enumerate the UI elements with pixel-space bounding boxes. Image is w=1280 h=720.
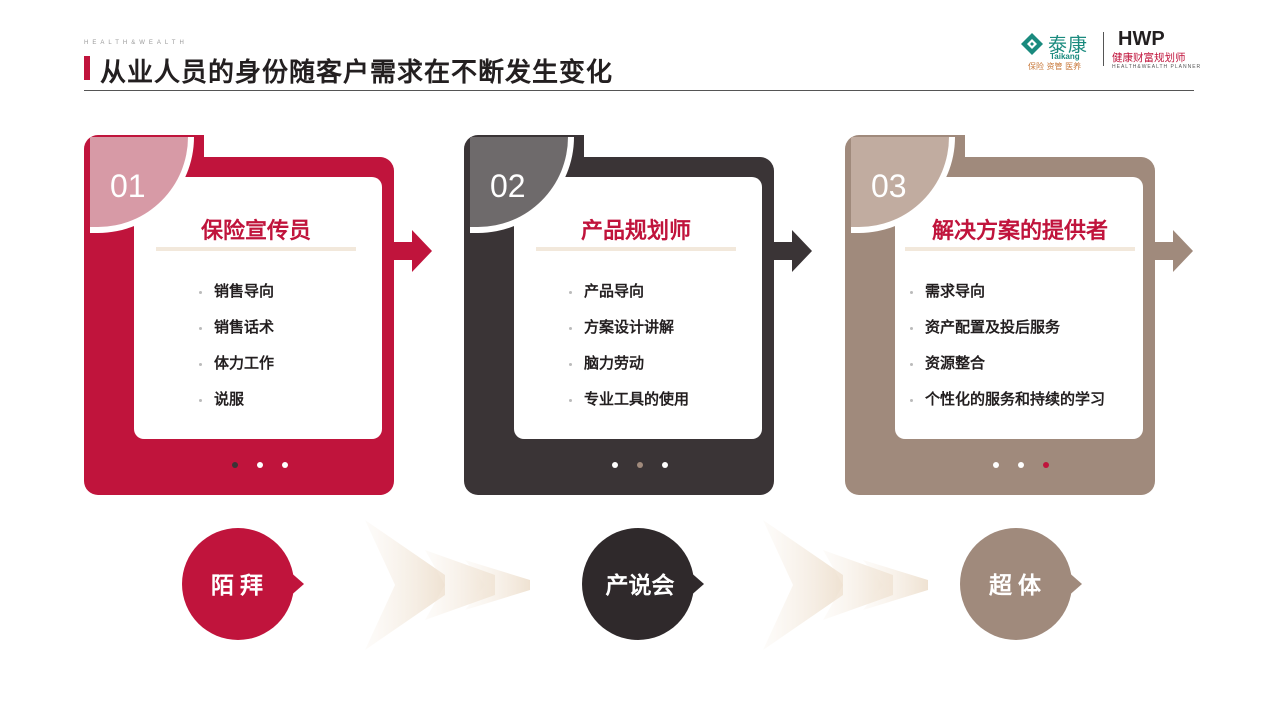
card-item-list: 需求导向 资产配置及投后服务 资源整合 个性化的服务和持续的学习: [910, 282, 1105, 426]
card-number-badge: [851, 137, 955, 233]
pagination-dots: [232, 462, 292, 470]
list-item: 需求导向: [910, 282, 1105, 318]
title-accent-bar: [84, 56, 90, 80]
chevron-arrows-decoration: [763, 520, 928, 650]
taikang-logo-cn: 泰康: [1048, 34, 1089, 56]
list-item: 方案设计讲解: [569, 318, 689, 354]
card-number: 02: [490, 168, 526, 204]
pagination-dot-active: [232, 462, 238, 468]
card-heading-underline: [156, 247, 356, 251]
stage-cold-visit: 陌拜: [180, 528, 304, 640]
list-item: 脑力劳动: [569, 354, 689, 390]
arrow-right-icon: [384, 230, 432, 272]
pagination-dot: [1018, 462, 1024, 468]
card-sales-promoter: 01 保险宣传员 销售导向 销售话术 体力工作 说服: [84, 135, 439, 500]
pagination-dots: [612, 462, 672, 470]
list-item: 说服: [199, 390, 274, 426]
pagination-dots: [993, 462, 1053, 470]
card-heading-underline: [536, 247, 736, 251]
list-item: 销售话术: [199, 318, 274, 354]
list-item: 专业工具的使用: [569, 390, 689, 426]
list-item: 销售导向: [199, 282, 274, 318]
hwp-logo-cn: 健康财富规划师: [1112, 52, 1186, 64]
taikang-logo-sub: 保险 资管 医养: [1028, 62, 1082, 71]
list-item: 产品导向: [569, 282, 689, 318]
arrow-right-icon: [1145, 230, 1193, 272]
page-title: 从业人员的身份随客户需求在不断发生变化: [100, 58, 614, 88]
pagination-dot-active: [1043, 462, 1049, 468]
card-content-panel: [514, 177, 762, 439]
card-number-badge: [470, 137, 574, 233]
card-heading: 产品规划师: [580, 219, 691, 244]
card-item-list: 销售导向 销售话术 体力工作 说服: [199, 282, 274, 426]
hwp-logo: HWP 健康财富规划师 HEALTH&WEALTH PLANNER: [1112, 28, 1202, 72]
pagination-dot: [282, 462, 288, 468]
card-number-badge: [90, 137, 194, 233]
list-item: 资源整合: [910, 354, 1105, 390]
pagination-dot: [612, 462, 618, 468]
pagination-dot: [993, 462, 999, 468]
pagination-dot-active: [637, 462, 643, 468]
stage-product-seminar: 产说会: [580, 528, 704, 640]
stage-circle-shape: [182, 528, 304, 640]
taikang-diamond-icon: [1021, 33, 1043, 55]
pagination-dot: [257, 462, 263, 468]
list-item: 资产配置及投后服务: [910, 318, 1105, 354]
stage-label: 超体: [989, 573, 1047, 599]
list-item: 体力工作: [199, 354, 274, 390]
hwp-logo-mark: HWP: [1118, 28, 1165, 50]
stage-circle-shape: [960, 528, 1082, 640]
card-heading: 保险宣传员: [200, 219, 311, 244]
chevron-arrows-decoration: [365, 520, 530, 650]
stage-circle-shape: [582, 528, 704, 640]
header-subtitle-en: HEALTH&WEALTH: [84, 40, 188, 46]
card-heading-underline: [905, 247, 1135, 251]
card-number: 01: [110, 168, 146, 204]
arrow-right-icon: [764, 230, 812, 272]
logo-divider: [1103, 32, 1104, 66]
taikang-logo-en: Taikang: [1050, 52, 1080, 61]
card-content-panel: [134, 177, 382, 439]
card-solution-provider: 03 解决方案的提供者 需求导向 资产配置及投后服务 资源整合 个性化的服务和持…: [845, 135, 1200, 500]
title-divider: [84, 90, 1194, 91]
list-item: 个性化的服务和持续的学习: [910, 390, 1105, 426]
taikang-logo: 泰康 Taikang 保险 资管 医养: [1020, 30, 1090, 74]
card-heading: 解决方案的提供者: [931, 219, 1108, 244]
card-item-list: 产品导向 方案设计讲解 脑力劳动 专业工具的使用: [569, 282, 689, 426]
stage-label: 陌拜: [211, 573, 269, 599]
hwp-logo-en: HEALTH&WEALTH PLANNER: [1112, 64, 1202, 70]
card-content-panel: [895, 177, 1143, 439]
pagination-dot: [662, 462, 668, 468]
stage-super-experience: 超体: [958, 528, 1082, 640]
card-product-planner: 02 产品规划师 产品导向 方案设计讲解 脑力劳动 专业工具的使用: [464, 135, 819, 500]
card-number: 03: [871, 168, 907, 204]
stage-label: 产说会: [605, 573, 675, 599]
